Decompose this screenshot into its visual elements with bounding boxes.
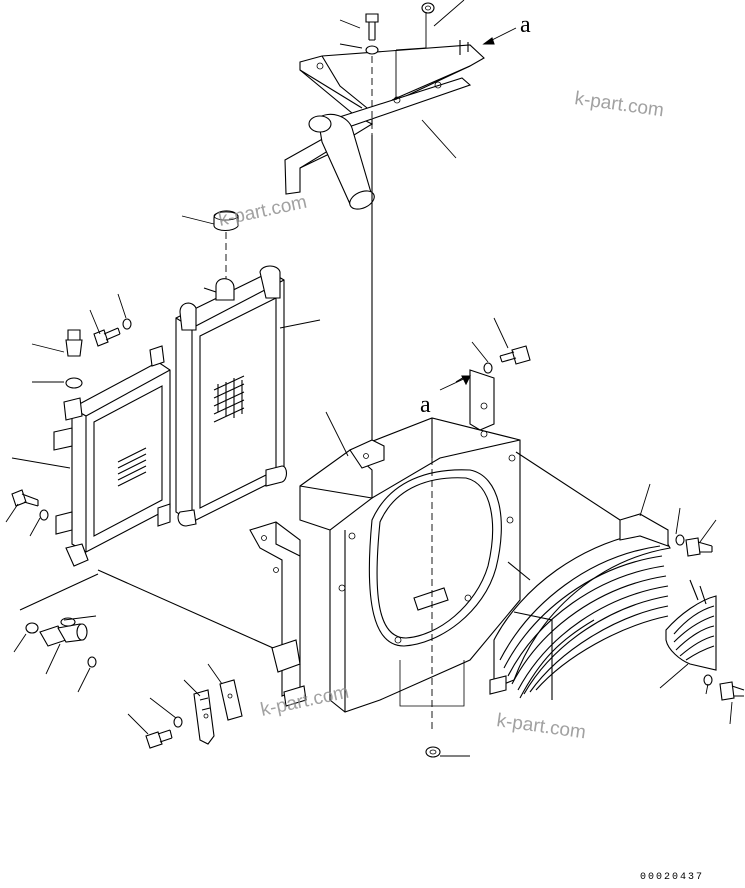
drawing-code: 00020437 [640,872,705,883]
top-bolt [365,13,379,41]
oil-cooler-washer [122,318,132,330]
oil-cooler [53,345,171,567]
view-a-label-top: a [520,12,531,38]
guard-washer-upper [675,534,685,546]
guard-bolt-lower [719,681,745,701]
watermark-1: k-part.com [573,88,665,121]
fan-guard-side [665,579,717,671]
view-a-label-mid: a [420,392,431,418]
view-a-arrow-mid [439,375,471,391]
oil-cooler-bolt [93,327,121,347]
o-ring-left [65,377,83,389]
top-bracket-assembly [284,40,485,210]
elbow-fitting [39,623,88,647]
guard-washer-lower [703,674,713,686]
watermark-4: k-part.com [495,710,587,743]
radiator-core [175,265,288,527]
side-washer-left [39,509,49,521]
bottom-bracket-1 [193,689,215,745]
view-a-arrow-top [482,27,517,45]
bottom-bracket-2 [219,679,243,721]
top-nut [421,2,435,14]
bottom-washer [173,716,183,728]
o-ring-3 [87,656,97,668]
shroud-bolt [499,345,531,365]
fan-shroud [299,369,521,713]
watermark-2: k-part.com [217,192,309,231]
top-washer [365,45,379,55]
side-bracket [249,521,307,707]
core-grid-mark [213,375,245,423]
radiator-cap [213,210,239,232]
fan-guard [489,513,671,700]
side-bolt-left [11,489,39,507]
bottom-bolt [145,729,173,749]
shroud-washer [483,362,493,374]
leader-lines [5,0,733,757]
guard-bolt-upper [685,537,713,557]
bottom-nut [425,746,441,758]
o-ring-1 [25,622,39,634]
pressure-switch [65,329,83,357]
